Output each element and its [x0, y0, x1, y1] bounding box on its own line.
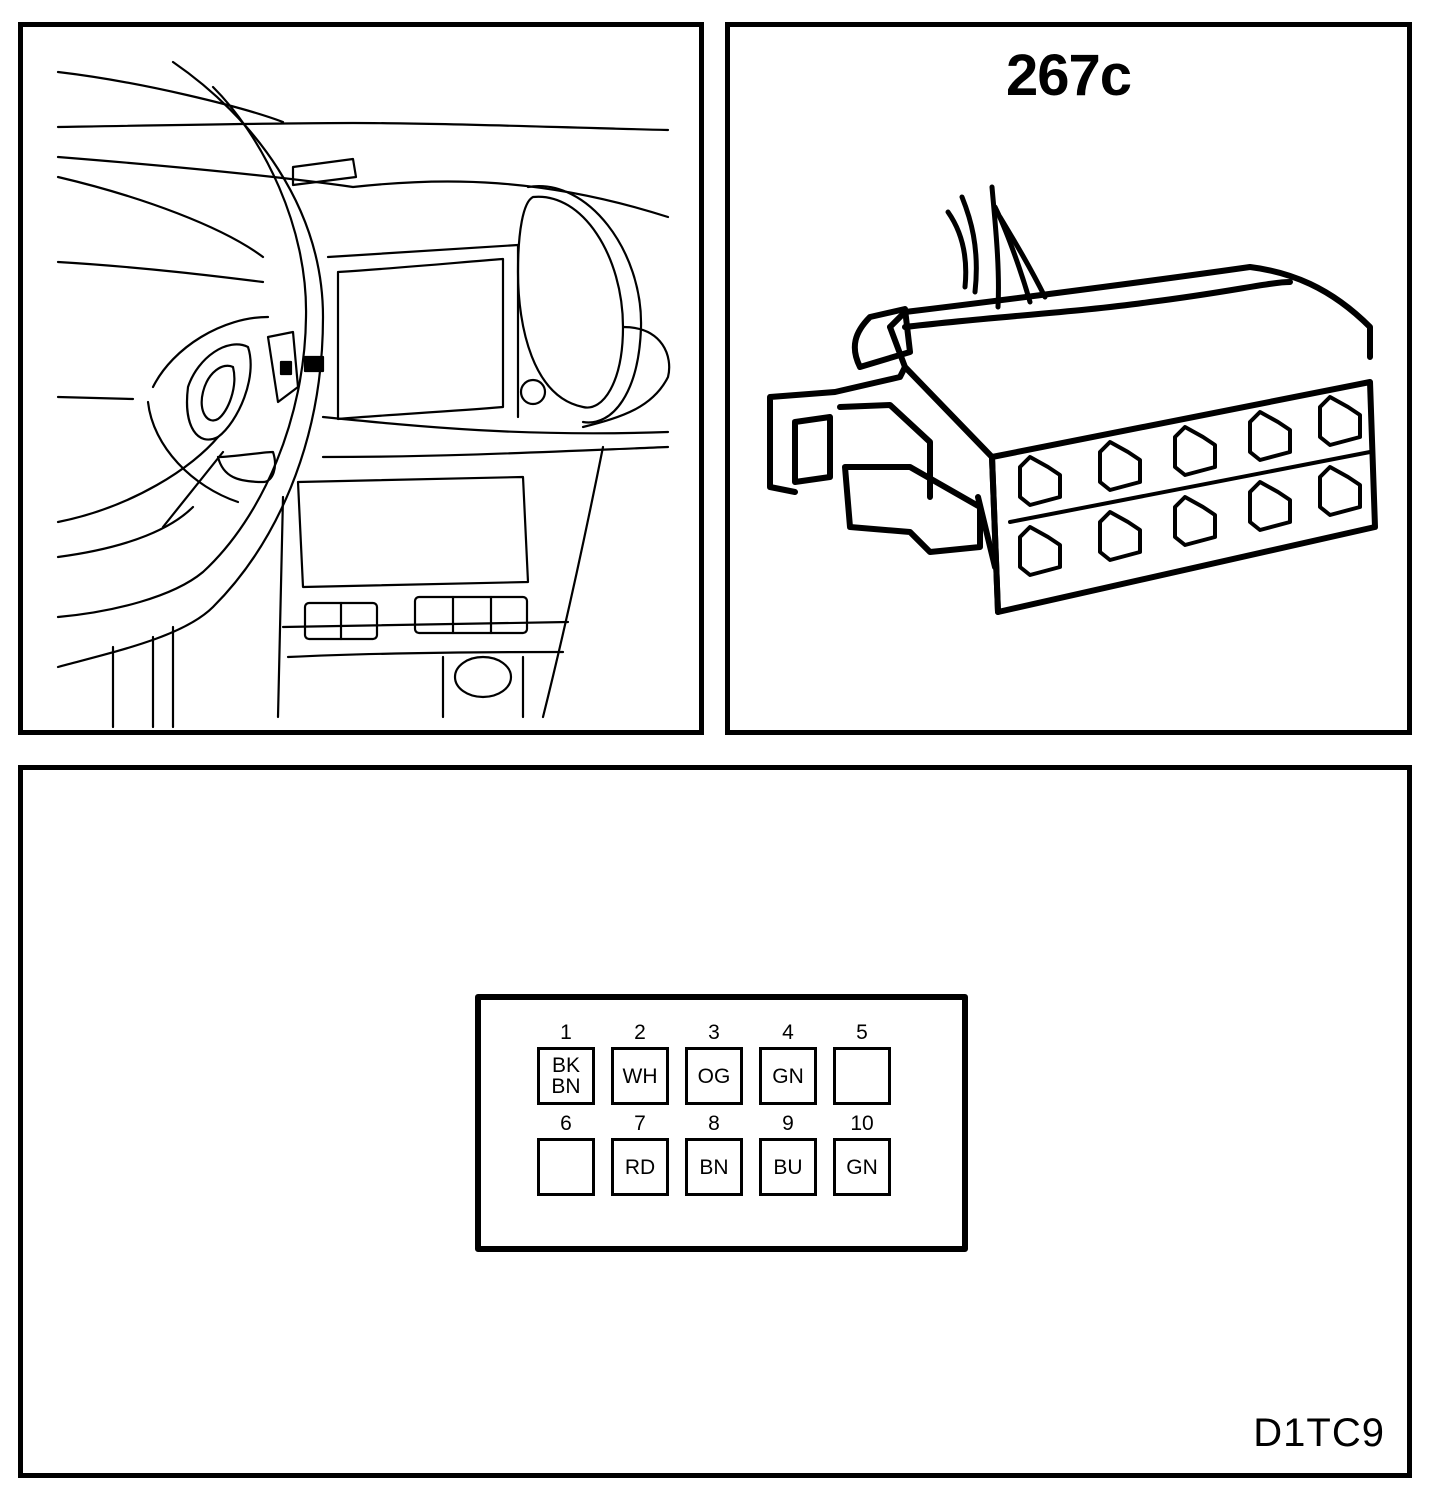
- pin-cavity: BU: [759, 1138, 817, 1196]
- pin-cell: 8 BN: [683, 1113, 745, 1201]
- pin-wire-color: BN: [699, 1155, 729, 1179]
- pin-number: 5: [856, 1021, 868, 1044]
- connector-id-label: 267c: [1005, 43, 1132, 108]
- pin-cell: 7 RD: [609, 1113, 671, 1201]
- pin-number: 7: [634, 1112, 646, 1135]
- pin-cell: 6: [535, 1113, 597, 1201]
- pin-cavity: RD: [611, 1138, 669, 1196]
- pin-wire-color: WH: [622, 1064, 658, 1088]
- pin-cell: 2 WH: [609, 1022, 671, 1110]
- pin-cell: 9 BU: [757, 1113, 819, 1201]
- pin-number: 3: [708, 1021, 720, 1044]
- pin-cavity: [537, 1138, 595, 1196]
- pin-number: 4: [782, 1021, 794, 1044]
- dashboard-location-panel: [18, 22, 704, 735]
- pin-number: 1: [560, 1021, 572, 1044]
- pinout-panel: 1 BK BN 2 WH 3 OG 4 GN 5 6 7 RD 8: [18, 765, 1412, 1478]
- pin-cavity: WH: [611, 1047, 669, 1105]
- pin-wire-color: GN: [772, 1064, 804, 1088]
- pin-cell: 1 BK BN: [535, 1022, 597, 1110]
- pin-number: 10: [850, 1112, 874, 1135]
- pin-cavity: [833, 1047, 891, 1105]
- pin-cavity: OG: [685, 1047, 743, 1105]
- pin-cell: 3 OG: [683, 1022, 745, 1110]
- pin-wire-color: BK BN: [551, 1054, 581, 1098]
- pin-number: 2: [634, 1021, 646, 1044]
- pin-cell: 4 GN: [757, 1022, 819, 1110]
- figure-code: D1TC9: [1253, 1411, 1385, 1455]
- pin-number: 9: [782, 1112, 794, 1135]
- pin-cavity: BN: [685, 1138, 743, 1196]
- pin-wire-color: OG: [697, 1064, 731, 1088]
- pin-cavity: GN: [833, 1138, 891, 1196]
- pin-wire-color: BU: [773, 1155, 803, 1179]
- pin-wire-color: RD: [624, 1155, 656, 1179]
- pin-cell: 10 GN: [831, 1113, 893, 1201]
- pin-cell: 5: [831, 1022, 893, 1110]
- pin-wire-color: GN: [846, 1155, 878, 1179]
- pin-cavity: BK BN: [537, 1047, 595, 1105]
- dashboard-illustration: [56, 60, 671, 729]
- pin-cavity: GN: [759, 1047, 817, 1105]
- connector-image-panel: 267c: [725, 22, 1412, 735]
- connector-illustration: [767, 184, 1378, 615]
- pinout-connector-face: 1 BK BN 2 WH 3 OG 4 GN 5 6 7 RD 8: [475, 994, 968, 1252]
- pin-number: 8: [708, 1112, 720, 1135]
- pin-number: 6: [560, 1112, 572, 1135]
